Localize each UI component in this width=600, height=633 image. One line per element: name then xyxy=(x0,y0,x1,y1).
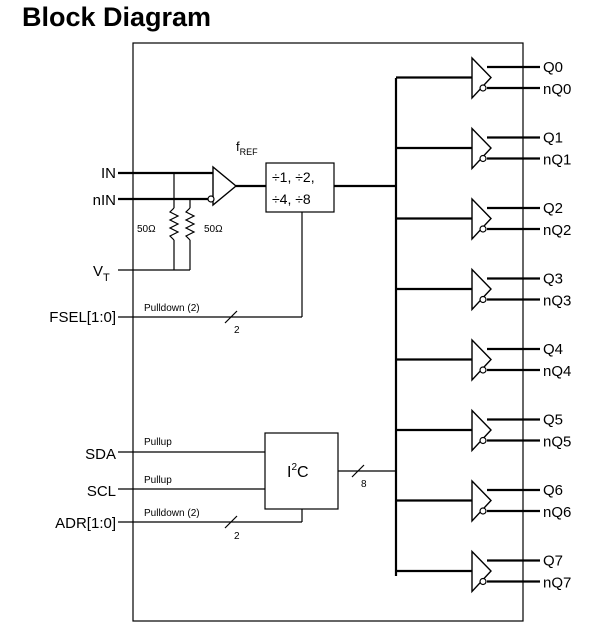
fref-label: fREF xyxy=(236,139,258,157)
inversion-bubble xyxy=(479,225,487,233)
inversion-bubble xyxy=(479,84,487,92)
q-label: Q3 xyxy=(543,271,563,288)
adr-bus-width: 2 xyxy=(234,531,240,542)
inversion-bubble xyxy=(479,577,487,586)
divider-block xyxy=(265,162,335,213)
vt-label: VT xyxy=(93,263,110,284)
inversion-bubble xyxy=(479,507,487,515)
divider-line-2: ÷4, ÷8 xyxy=(272,191,311,207)
in-label: IN xyxy=(101,165,116,182)
output-buffer-shape xyxy=(471,408,492,453)
nin-label: nIN xyxy=(93,192,116,209)
q-label: Q6 xyxy=(543,482,563,499)
nq-label: nQ0 xyxy=(543,81,571,98)
q-label: Q7 xyxy=(543,553,563,570)
output-buffer-shape xyxy=(471,197,492,241)
output-buffer-shape xyxy=(471,267,492,312)
fsel-pulldown-label: Pulldown (2) xyxy=(144,303,200,314)
nq-label: nQ2 xyxy=(543,222,571,239)
nq-label: nQ7 xyxy=(543,575,571,592)
inversion-bubble xyxy=(479,436,487,445)
nq-label: nQ3 xyxy=(543,293,571,310)
nq-label: nQ1 xyxy=(543,152,571,169)
q-label: Q0 xyxy=(543,59,563,76)
input-buffer xyxy=(212,165,238,207)
inversion-bubble xyxy=(479,366,487,374)
input-buffer-bubble xyxy=(207,195,215,203)
fsel-label: FSEL[1:0] xyxy=(49,309,116,326)
adr-bus-slash xyxy=(224,515,238,529)
fsel-bus-slash xyxy=(224,310,238,324)
output-buffer-shape xyxy=(471,549,492,594)
nq-label: nQ4 xyxy=(543,363,571,380)
q-label: Q1 xyxy=(543,130,563,147)
nq-label: nQ5 xyxy=(543,434,571,451)
scl-label: SCL xyxy=(87,483,116,500)
output-buffer-shape xyxy=(471,479,492,523)
nq-label: nQ6 xyxy=(543,504,571,521)
output-buffer-shape xyxy=(471,56,492,100)
output-buffer-shape xyxy=(471,126,492,171)
q-label: Q5 xyxy=(543,412,563,429)
q-label: Q4 xyxy=(543,341,563,358)
resistor-2 xyxy=(184,207,196,241)
sda-pullup-label: Pullup xyxy=(144,437,172,448)
i2c-bus-width: 8 xyxy=(361,479,367,490)
fsel-bus-width: 2 xyxy=(234,325,240,336)
inversion-bubble xyxy=(479,295,487,304)
inversion-bubble xyxy=(479,154,487,163)
scl-pullup-label: Pullup xyxy=(144,475,172,486)
resistor-2-value: 50Ω xyxy=(204,224,223,235)
q-label: Q2 xyxy=(543,200,563,217)
adr-pulldown-label: Pulldown (2) xyxy=(144,508,200,519)
i2c-label: I2C xyxy=(287,462,309,481)
resistor-1-value: 50Ω xyxy=(137,224,156,235)
output-buffer-shape xyxy=(471,338,492,382)
resistor-1 xyxy=(168,207,180,241)
adr-label: ADR[1:0] xyxy=(55,515,116,532)
diagram-title: Block Diagram xyxy=(22,2,212,32)
sda-label: SDA xyxy=(85,446,116,463)
i2c-bus-slash xyxy=(351,464,365,478)
divider-line-1: ÷1, ÷2, xyxy=(272,169,315,185)
chip-outline xyxy=(132,42,524,622)
